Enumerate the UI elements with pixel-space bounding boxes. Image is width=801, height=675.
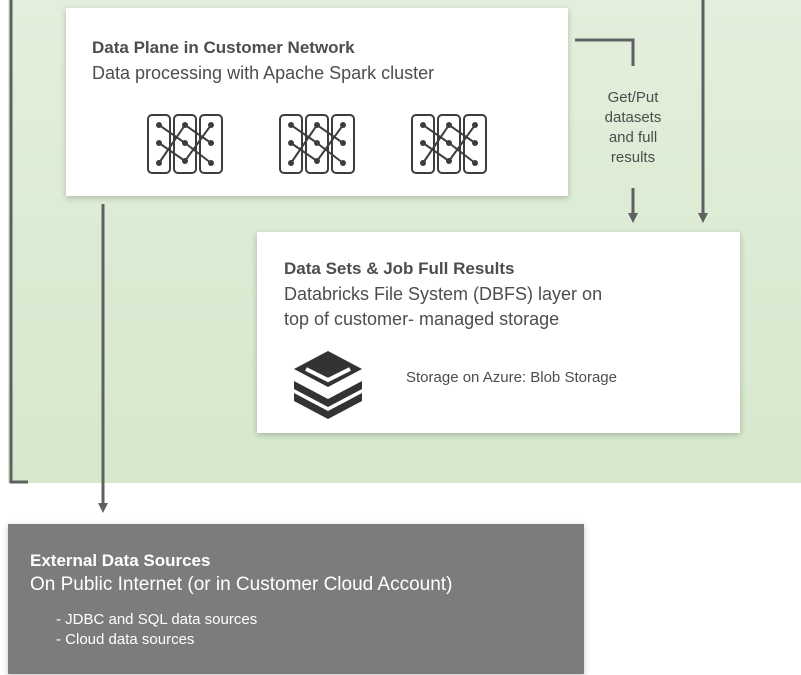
data-plane-subtitle: Data processing with Apache Spark cluste… bbox=[92, 63, 435, 83]
data-plane-title: Data Plane in Customer Network bbox=[92, 38, 355, 57]
data-sets-subtitle-line: Databricks File System (DBFS) layer on bbox=[284, 284, 603, 304]
cluster-icon bbox=[279, 114, 355, 174]
data-plane-card: Data Plane in Customer Network Data proc… bbox=[66, 8, 568, 196]
storage-label: Storage on Azure: Blob Storage bbox=[406, 369, 617, 386]
data-sets-card: Data Sets & Job Full Results Databricks … bbox=[257, 232, 740, 433]
external-title: External Data Sources bbox=[30, 551, 211, 570]
data-sets-title: Data Sets & Job Full Results bbox=[284, 259, 515, 278]
flow-label-line: Get/Put bbox=[607, 89, 659, 106]
external-source-list: - JDBC and SQL data sources - Cloud data… bbox=[56, 610, 257, 650]
cluster-icon bbox=[147, 114, 223, 174]
data-sets-subtitle: Databricks File System (DBFS) layer on t… bbox=[284, 282, 704, 332]
flow-label-line: and full bbox=[608, 129, 658, 146]
external-data-sources-box: External Data Sources On Public Internet… bbox=[8, 524, 584, 674]
list-item: - Cloud data sources bbox=[56, 631, 195, 648]
list-item: - JDBC and SQL data sources bbox=[56, 611, 258, 628]
getput-flow-label: Get/Put datasets and full results bbox=[588, 88, 678, 168]
cluster-icon bbox=[411, 114, 487, 174]
left-bracket-line bbox=[9, 0, 28, 484]
flow-label-line: results bbox=[610, 149, 656, 166]
flow-label-line: datasets bbox=[604, 109, 662, 126]
layers-stack-icon bbox=[294, 351, 362, 419]
data-sets-subtitle-line: top of customer- managed storage bbox=[284, 309, 560, 329]
external-subtitle: On Public Internet (or in Customer Cloud… bbox=[30, 574, 453, 595]
arrow-plane-to-datasets bbox=[575, 38, 635, 66]
